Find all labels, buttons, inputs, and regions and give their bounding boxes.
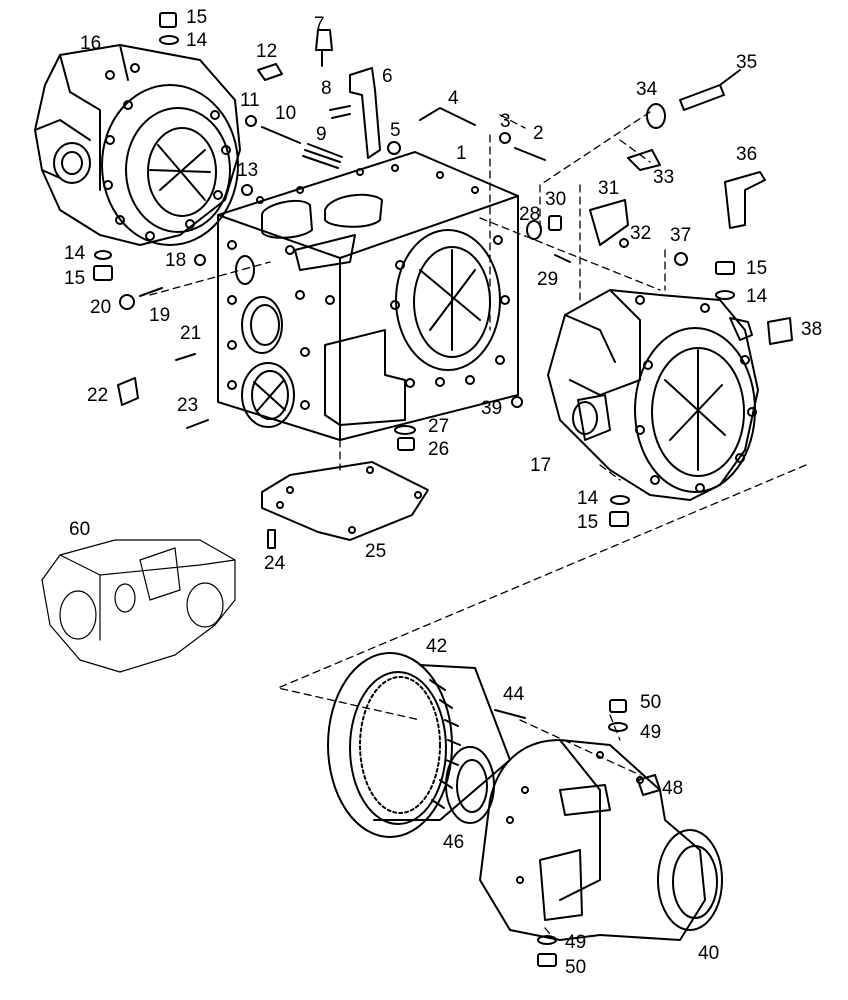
- callout-part-3: 3: [500, 111, 511, 132]
- callout-part-6: 6: [382, 66, 393, 87]
- callout-part-37: 37: [670, 225, 692, 246]
- callout-part-32: 32: [630, 223, 652, 244]
- callout-part-23: 23: [177, 395, 199, 416]
- callout-part-29: 29: [537, 269, 559, 290]
- part-16-left-housing: [34, 44, 241, 246]
- callout-part-26: 26: [428, 439, 450, 460]
- callout-part-9: 9: [316, 124, 327, 145]
- callout-part-40: 40: [698, 943, 720, 964]
- callout-part-2: 2: [533, 123, 544, 144]
- callout-part-16: 16: [80, 33, 102, 54]
- callout-part-48: 48: [662, 778, 684, 799]
- callout-part-17: 17: [530, 455, 552, 476]
- callout-part-12: 12: [256, 41, 278, 62]
- callout-part-15: 15: [746, 258, 768, 279]
- callout-part-33: 33: [653, 167, 675, 188]
- part-1-center-housing: [217, 151, 519, 441]
- callout-part-15: 15: [577, 512, 599, 533]
- part-40-hub: [479, 739, 723, 941]
- callout-part-27: 27: [428, 416, 450, 437]
- callout-part-50: 50: [640, 692, 662, 713]
- part-60-housing: [41, 539, 236, 673]
- callout-part-25: 25: [365, 541, 387, 562]
- callout-part-13: 13: [237, 160, 259, 181]
- callout-part-50: 50: [565, 957, 587, 978]
- part-25-gasket: [261, 461, 429, 541]
- callout-part-31: 31: [598, 178, 620, 199]
- callout-part-46: 46: [443, 832, 465, 853]
- callout-part-49: 49: [640, 722, 662, 743]
- callout-part-49: 49: [565, 932, 587, 953]
- callout-part-60: 60: [69, 519, 91, 540]
- callout-part-34: 34: [636, 79, 658, 100]
- small-parts: [93, 12, 793, 967]
- callout-part-15: 15: [186, 7, 208, 28]
- callout-part-22: 22: [87, 385, 109, 406]
- callout-part-14: 14: [64, 243, 86, 264]
- callout-part-42: 42: [426, 636, 448, 657]
- callout-part-1: 1: [456, 143, 467, 164]
- callout-part-8: 8: [321, 78, 332, 99]
- callout-part-20: 20: [90, 297, 112, 318]
- callout-part-5: 5: [390, 120, 401, 141]
- callout-part-39: 39: [481, 398, 503, 419]
- callout-part-19: 19: [149, 305, 171, 326]
- callout-part-28: 28: [519, 204, 541, 225]
- callout-part-35: 35: [736, 52, 758, 73]
- part-17-right-housing: [547, 289, 759, 501]
- callout-part-14: 14: [577, 488, 599, 509]
- part-42-ring-gear: [327, 652, 511, 838]
- callout-part-15: 15: [64, 268, 86, 289]
- part-46-seal: [445, 746, 495, 824]
- callout-part-11: 11: [240, 90, 260, 111]
- callout-part-44: 44: [503, 684, 525, 705]
- assembly-lines: [149, 111, 807, 941]
- callout-part-21: 21: [180, 323, 202, 344]
- callout-part-38: 38: [801, 319, 823, 340]
- callout-part-36: 36: [736, 144, 758, 165]
- callout-part-4: 4: [448, 88, 459, 109]
- callout-part-7: 7: [314, 14, 325, 35]
- callout-part-14: 14: [186, 30, 208, 51]
- callout-part-18: 18: [165, 250, 187, 271]
- callout-part-30: 30: [545, 189, 567, 210]
- callout-part-24: 24: [264, 553, 286, 574]
- callout-part-14: 14: [746, 286, 768, 307]
- callout-part-10: 10: [275, 103, 297, 124]
